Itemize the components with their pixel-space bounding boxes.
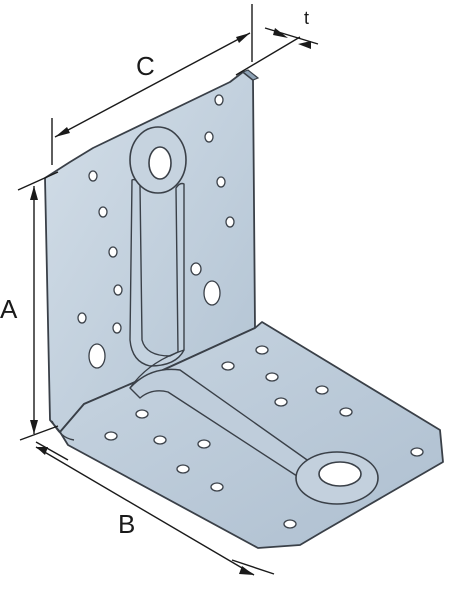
hole <box>98 206 108 218</box>
hole <box>255 345 269 355</box>
hole <box>315 385 329 395</box>
hole <box>216 176 226 188</box>
arrowhead <box>239 566 254 575</box>
hole <box>190 262 202 276</box>
plate-thickness-edge <box>241 69 260 81</box>
hole <box>265 372 279 382</box>
dimension-t-extension <box>235 36 301 76</box>
dimension-label-c: C <box>136 51 155 81</box>
arrowhead <box>36 447 48 455</box>
hole <box>112 322 122 334</box>
hole <box>197 439 211 449</box>
hole <box>410 447 424 457</box>
arrowhead <box>273 28 288 38</box>
bend-line <box>51 420 75 441</box>
hole <box>214 94 224 106</box>
hole <box>113 284 123 296</box>
dimension-label-b: B <box>118 509 135 539</box>
hole <box>77 312 87 324</box>
hole <box>176 464 190 474</box>
dimension-b-extension-left <box>35 441 69 461</box>
dimension-c-line <box>54 32 251 138</box>
hole <box>204 131 214 143</box>
arrowhead <box>298 41 311 49</box>
hole <box>225 216 235 228</box>
dimension-a-extension-bottom <box>19 425 59 441</box>
hole <box>88 170 98 182</box>
rib-hole-top <box>148 146 172 180</box>
hole <box>153 435 167 445</box>
arrowhead <box>30 420 38 434</box>
dimension-label-t: t <box>304 8 309 28</box>
dimension-t-line <box>264 27 319 45</box>
dimension-arrowheads <box>30 28 311 575</box>
dimension-b-extension-right <box>231 559 275 575</box>
hole <box>274 397 288 407</box>
arrowhead <box>30 186 38 200</box>
hole <box>283 519 297 529</box>
horizontal-leg-holes <box>104 345 424 529</box>
dimension-lines <box>17 4 319 576</box>
hole <box>339 407 353 417</box>
hole <box>108 246 118 258</box>
arrowhead <box>236 33 250 43</box>
hole-large <box>88 343 106 369</box>
hole-large <box>203 280 221 306</box>
dimension-label-a: A <box>0 294 18 324</box>
rib-hole-bottom <box>318 461 362 487</box>
hole <box>221 361 235 371</box>
rib-corner-curve <box>129 349 185 389</box>
vertical-leg-holes <box>77 94 235 369</box>
hole <box>135 409 149 419</box>
dimension-a-extension-top <box>17 171 59 191</box>
hole <box>210 482 224 492</box>
dimension-b-line <box>35 446 255 576</box>
hole <box>104 431 118 441</box>
arrowhead <box>55 127 70 137</box>
